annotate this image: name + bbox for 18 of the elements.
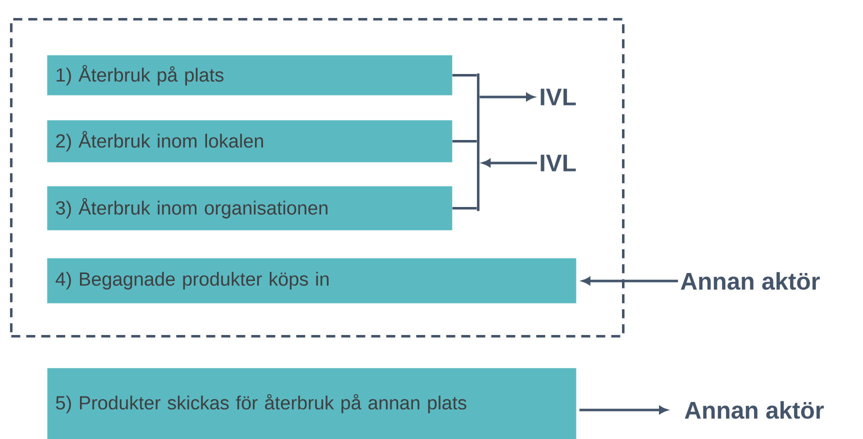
dashed-frame (10, 18, 624, 338)
arrow (480, 93, 534, 101)
arrow (579, 406, 668, 414)
actor-label: Annan aktör (680, 272, 820, 290)
arrow (482, 159, 537, 167)
step-box: 2) Återbruk inom lokalen (47, 120, 452, 162)
actor-label: Annan aktör (684, 401, 824, 419)
connector-line (452, 74, 477, 76)
step-box: 5) Produkter skickas för återbruk på annan plats (47, 368, 576, 439)
arrow (582, 277, 678, 285)
actor-label: IVL (540, 154, 576, 172)
bracket-line (476, 73, 480, 211)
connector-line (452, 140, 477, 142)
connector-line (452, 206, 477, 210)
step-box: 3) Återbruk inom organisationen (47, 186, 452, 230)
step-box: 1) Återbruk på plats (47, 55, 452, 96)
step-box: 4) Begagnade produkter köps in (47, 258, 576, 304)
actor-label: IVL (540, 88, 576, 106)
